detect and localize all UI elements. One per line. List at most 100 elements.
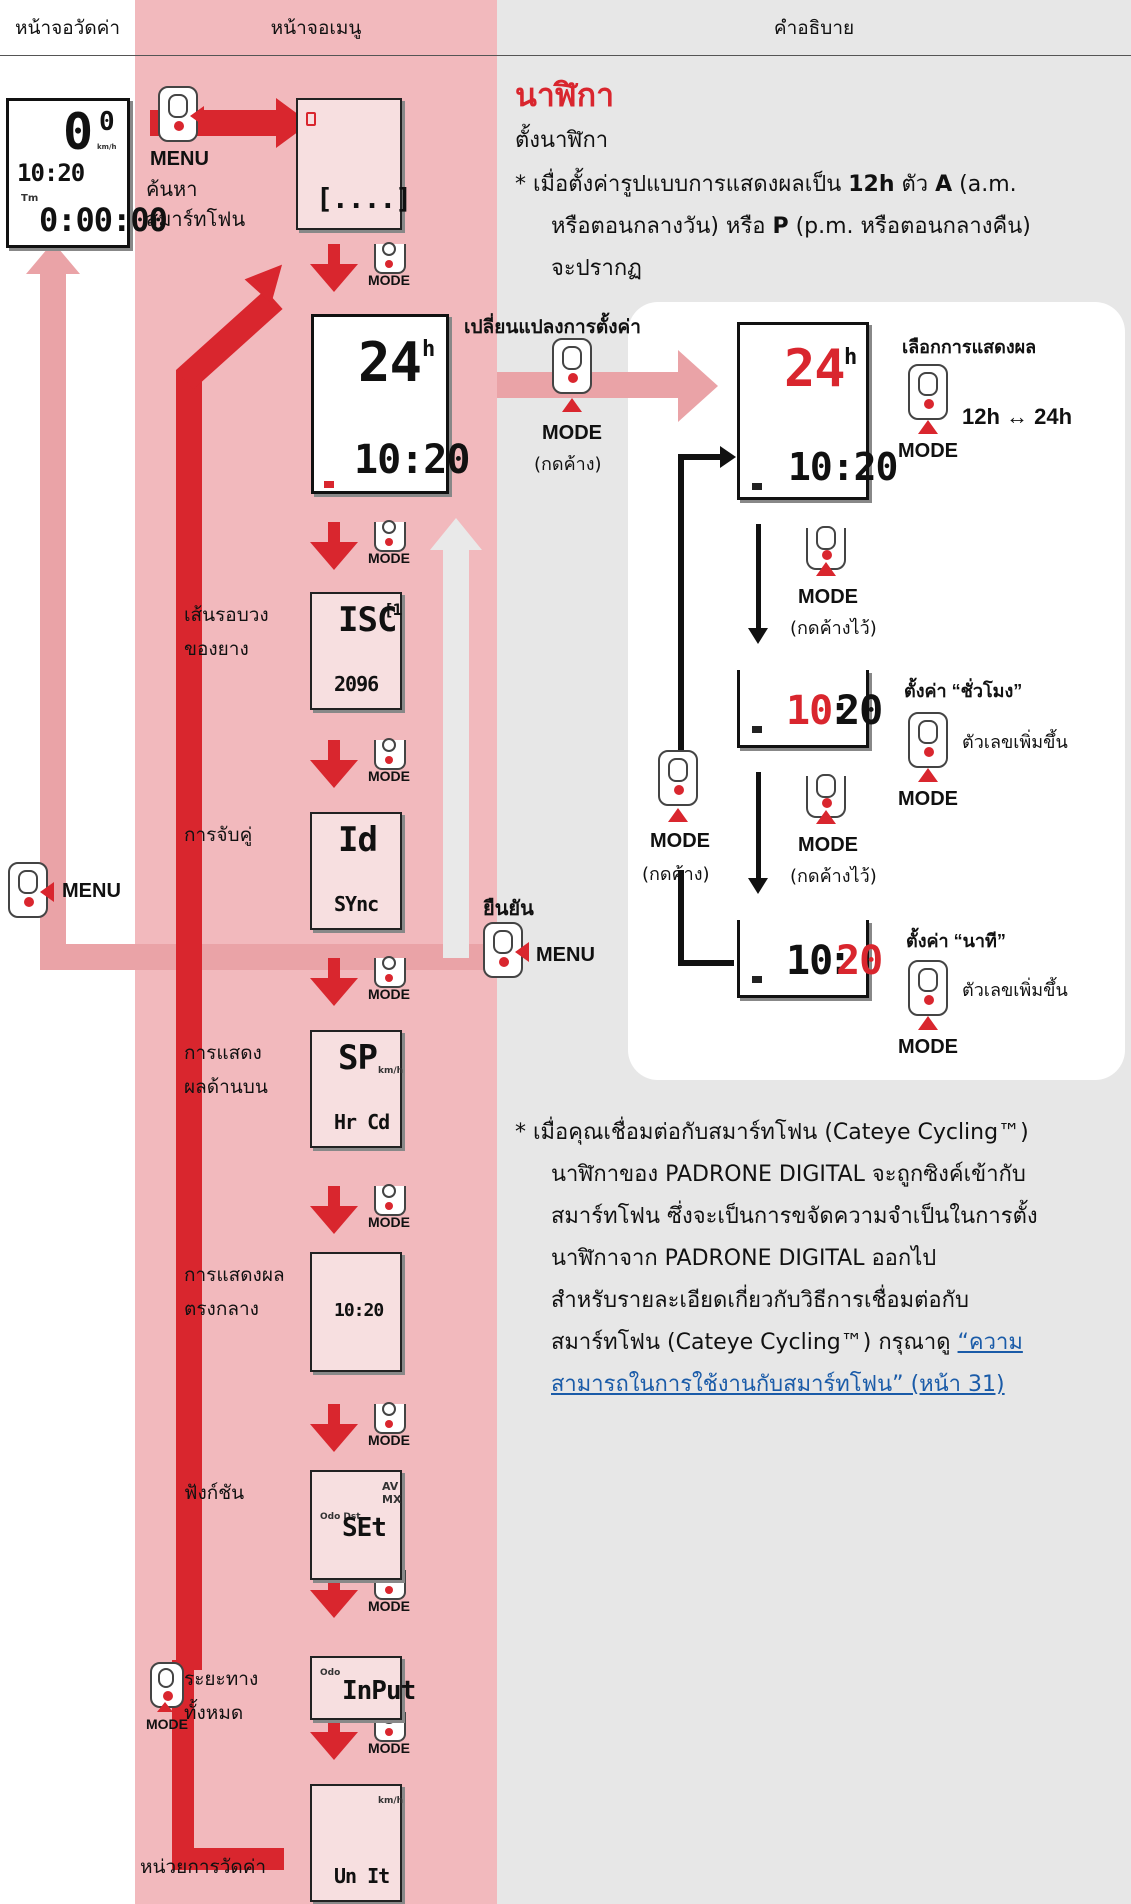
hour-increase-label: ตัวเลขเพิ่มขึ้น	[962, 732, 1068, 753]
main-speed: 0	[63, 103, 93, 161]
select-mode-label: MODE	[898, 440, 958, 462]
tm-label: Tm	[21, 193, 39, 204]
note2-line: นาฬิกาจาก PADRONE DIGITAL ออกไป	[551, 1246, 937, 1271]
mode-step-button[interactable]	[374, 956, 406, 988]
menu-item-label: การแสดง ผลด้านบน	[184, 1042, 268, 1098]
loop-band-left-bottom	[172, 1660, 194, 1870]
loop-mode-button[interactable]	[150, 1662, 184, 1708]
mode-step-label: MODE	[368, 1432, 410, 1448]
change-arrowhead	[678, 350, 718, 422]
smartphone-link-cont[interactable]: สามารถในการใช้งานกับสมาร์ทโฟน” (หน้า 31)	[551, 1372, 1005, 1397]
loop-hold-label: (กดค้าง)	[642, 864, 710, 885]
menu-item-label: หน่วยการวัดค่า	[140, 1856, 267, 1878]
step-arrowhead	[310, 1590, 358, 1618]
hold-mode-button-loop[interactable]	[658, 750, 698, 806]
note1-line2: หรือตอนกลางวัน) หรือ P (p.m. หรือตอนกลาง…	[551, 214, 1031, 239]
mode-step-label: MODE	[368, 272, 410, 288]
panel-bottom: 10:20	[788, 445, 898, 489]
change-setting-label: เปลี่ยนแปลงการตั้งค่า	[464, 317, 641, 338]
hour-min-digits: 20	[836, 688, 883, 734]
loop-band-bottom	[172, 1848, 284, 1870]
menu-item-label: เส้นรอบวง ของยาง	[184, 604, 269, 660]
mode-step-label: MODE	[368, 986, 410, 1002]
section-title: นาฬิกา	[515, 76, 615, 114]
menu-press-indicator	[190, 106, 204, 126]
mode-step-button[interactable]	[374, 1184, 406, 1216]
mode-step-label: MODE	[368, 1214, 410, 1230]
loop-band-main	[176, 370, 202, 1670]
panel-lcd-main: 24 h 10:20	[737, 322, 898, 500]
confirm-band	[443, 548, 469, 958]
confirm-press-indicator	[515, 942, 529, 962]
mode-step-button[interactable]	[374, 738, 406, 770]
panel-h: h	[844, 345, 857, 370]
step-arrow	[328, 244, 340, 266]
note2-line7: สามารถในการใช้งานกับสมาร์ทโฟน” (หน้า 31)	[551, 1364, 1005, 1406]
mode-step-button[interactable]	[374, 520, 406, 552]
mode-step-label: MODE	[368, 1740, 410, 1756]
mode-step-button[interactable]	[374, 242, 406, 274]
hold-label-1: (กดค้างไว้)	[790, 618, 877, 639]
menu-item-label: การแสดงผล ตรงกลาง	[184, 1264, 285, 1320]
minute-hour-digits: 10	[786, 938, 833, 984]
confirm-label: ยืนยัน	[483, 898, 534, 920]
section-subtitle: ตั้งนาฬิกา	[515, 128, 609, 153]
hold-mode-label-2: MODE	[798, 834, 858, 856]
return-menu-label: MENU	[62, 880, 121, 902]
mode-step-label: MODE	[368, 1598, 410, 1614]
toggle-12-24: 12h ↔ 24h	[962, 404, 1073, 429]
clock-top: 24	[358, 331, 422, 394]
header-menu: หน้าจอเมนู	[135, 0, 497, 56]
minute-mode-button[interactable]	[908, 960, 948, 1016]
hour-mode-label: MODE	[898, 788, 958, 810]
header-description: คำอธิบาย	[497, 0, 1131, 56]
confirm-arrowhead	[430, 518, 482, 550]
step-arrowhead	[310, 1732, 358, 1760]
menu-item-label: ฟังก์ชัน	[184, 1482, 245, 1504]
clock-setting-panel	[628, 302, 1125, 1080]
note2-line6: สมาร์ทโฟน (Cateye Cycling™) กรุณาดู “ควา…	[551, 1330, 1023, 1355]
change-mode-label: MODE	[542, 422, 602, 444]
step-arrow	[328, 740, 340, 762]
main-lcd: 0 0 km/h 10:20 Tm 0:00:00	[6, 98, 168, 248]
note2-line: สมาร์ทโฟน ซึ่งจะเป็นการขจัดความจำเป็นในก…	[551, 1204, 1038, 1229]
note1-line3: จะปรากฏ	[551, 256, 642, 281]
change-hold-label: (กดค้าง)	[534, 454, 602, 475]
set-hour-label: ตั้งค่า “ชั่วโมง”	[904, 681, 1023, 701]
step-arrow	[328, 1404, 340, 1426]
hold-mode-label-1: MODE	[798, 586, 858, 608]
return-press-indicator	[40, 882, 54, 902]
speed-unit: km/h	[97, 143, 117, 151]
step-arrowhead	[310, 760, 358, 788]
change-mode-button[interactable]	[552, 338, 592, 394]
hour-digits: 10	[786, 688, 833, 734]
hour-mode-button[interactable]	[908, 712, 948, 768]
mode-step-button[interactable]	[374, 1402, 406, 1434]
step-arrow	[328, 1186, 340, 1208]
note2-line: * เมื่อคุณเชื่อมต่อกับสมาร์ทโฟน (Cateye …	[515, 1120, 1029, 1145]
step-arrowhead	[310, 978, 358, 1006]
header-measure: หน้าจอวัดค่า	[0, 0, 135, 56]
return-band-horizontal	[40, 944, 500, 970]
smartphone-link[interactable]: “ความ	[957, 1330, 1023, 1355]
note1-line1: * เมื่อตั้งค่ารูปแบบการแสดงผลเป็น 12h ตั…	[515, 172, 1017, 197]
main-time: 0:00:00	[39, 201, 168, 239]
menu-item-lcd: 10:20	[310, 1252, 402, 1372]
confirm-menu-label: MENU	[536, 944, 595, 966]
menu-item-label: ระยะทาง ทั้งหมด	[184, 1668, 259, 1724]
select-mode-button[interactable]	[908, 364, 948, 420]
battery-icon	[324, 481, 334, 488]
note2-line: นาฬิกาของ PADRONE DIGITAL จะถูกซิงค์เข้า…	[551, 1162, 1026, 1187]
main-speed-dec: 0	[99, 107, 115, 137]
step-arrowhead	[310, 542, 358, 570]
panel-top: 24	[784, 339, 846, 399]
step-arrowhead	[310, 264, 358, 292]
minute-increase-label: ตัวเลขเพิ่มขึ้น	[962, 980, 1068, 1001]
step-arrow	[328, 958, 340, 980]
panel-lcd-minute: 10 : 20	[737, 920, 883, 998]
menu-item-label: การจับคู่	[184, 824, 253, 846]
